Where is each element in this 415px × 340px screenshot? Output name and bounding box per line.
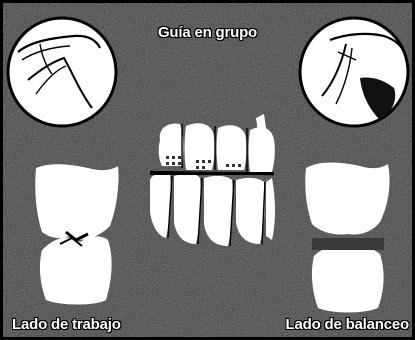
balancing-side-molar-profile bbox=[305, 163, 389, 313]
working-side-molar-profile bbox=[35, 164, 118, 304]
working-side-label: Lado de trabajo bbox=[12, 316, 121, 333]
center-teeth-front-view bbox=[150, 114, 275, 246]
balancing-side-label: Lado de balanceo bbox=[286, 316, 410, 333]
diagram-title: Guía en grupo bbox=[0, 24, 415, 41]
